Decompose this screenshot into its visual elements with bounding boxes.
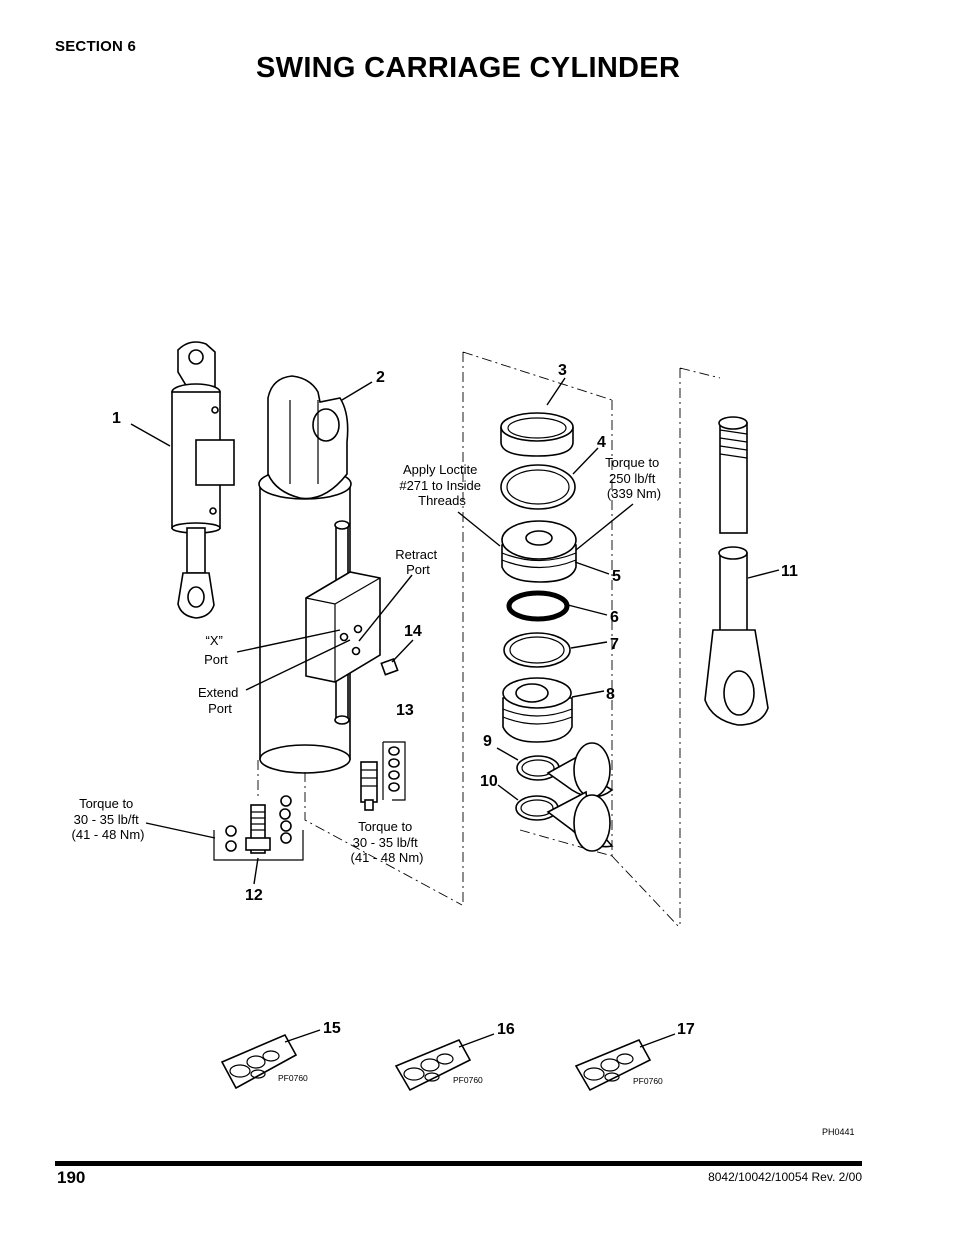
- leader-lines: [130, 377, 780, 1048]
- part-1-cylinder-assembly: [171, 341, 235, 619]
- callout-1: 1: [112, 410, 121, 427]
- callout-6: 6: [610, 609, 619, 626]
- kit-label-16: PF0760: [453, 1075, 483, 1085]
- callout-3: 3: [558, 362, 567, 379]
- part-6-o-ring: [506, 590, 570, 622]
- page-number: 190: [57, 1168, 86, 1187]
- document-revision: 8042/10042/10054 Rev. 2/00: [708, 1170, 862, 1184]
- note-torque-13: Torque to 30 - 35 lb/ft (41 - 48 Nm): [351, 819, 424, 865]
- part-10-retaining-ring: [515, 790, 614, 852]
- callout-16: 16: [497, 1021, 515, 1038]
- part-5-head: [501, 520, 577, 583]
- callout-7: 7: [610, 636, 619, 653]
- callout-2: 2: [376, 369, 385, 386]
- part-12-valve-kit: [213, 795, 304, 861]
- note-extend-port: Extend Port: [198, 685, 242, 716]
- callout-14: 14: [404, 623, 422, 640]
- part-7-backup-ring: [503, 632, 571, 668]
- kit-label-15: PF0760: [278, 1073, 308, 1083]
- part-8-piston: [502, 677, 573, 743]
- callout-8: 8: [606, 686, 615, 703]
- part-2-barrel: [258, 375, 381, 774]
- footer-rule: [55, 1161, 862, 1166]
- note-torque-head: Torque to 250 lb/ft (339 Nm): [605, 455, 663, 501]
- figure-id: PH0441: [822, 1127, 855, 1137]
- part-4-seal-ring: [500, 464, 576, 510]
- section-label: SECTION 6: [55, 38, 136, 55]
- callout-15: 15: [323, 1020, 341, 1037]
- part-3-wear-ring: [500, 412, 574, 457]
- seal-kit-16: [394, 1038, 472, 1092]
- page-title: SWING CARRIAGE CYLINDER: [256, 52, 681, 84]
- part-14-plug: [380, 657, 399, 676]
- note-loctite: Apply Loctite #271 to Inside Threads: [399, 462, 484, 508]
- callout-numbers: 1 2 3 4 5 6 7 8 9 10 11 12 13 14 15 16 1…: [112, 362, 798, 1038]
- part-13-valve-kit: [360, 741, 406, 811]
- callout-13: 13: [396, 702, 414, 719]
- annotation-notes: Apply Loctite #271 to Inside Threads Tor…: [72, 455, 664, 1086]
- callout-9: 9: [483, 733, 492, 750]
- note-retract-port: Retract Port: [395, 547, 441, 577]
- callout-17: 17: [677, 1021, 695, 1038]
- seal-kit-15: [220, 1033, 298, 1090]
- callout-10: 10: [480, 773, 498, 790]
- callout-12: 12: [245, 887, 263, 904]
- seal-kit-17: [574, 1038, 652, 1092]
- assembly-centerlines: [257, 351, 721, 929]
- kit-label-17: PF0760: [633, 1076, 663, 1086]
- note-torque-12: Torque to 30 - 35 lb/ft (41 - 48 Nm): [72, 796, 145, 842]
- callout-5: 5: [612, 568, 621, 585]
- note-x-port: “X” Port: [204, 633, 228, 667]
- part-11-rod: [704, 416, 769, 726]
- part-9-lock-ring: [516, 742, 614, 798]
- callout-4: 4: [597, 434, 606, 451]
- callout-11: 11: [781, 563, 798, 580]
